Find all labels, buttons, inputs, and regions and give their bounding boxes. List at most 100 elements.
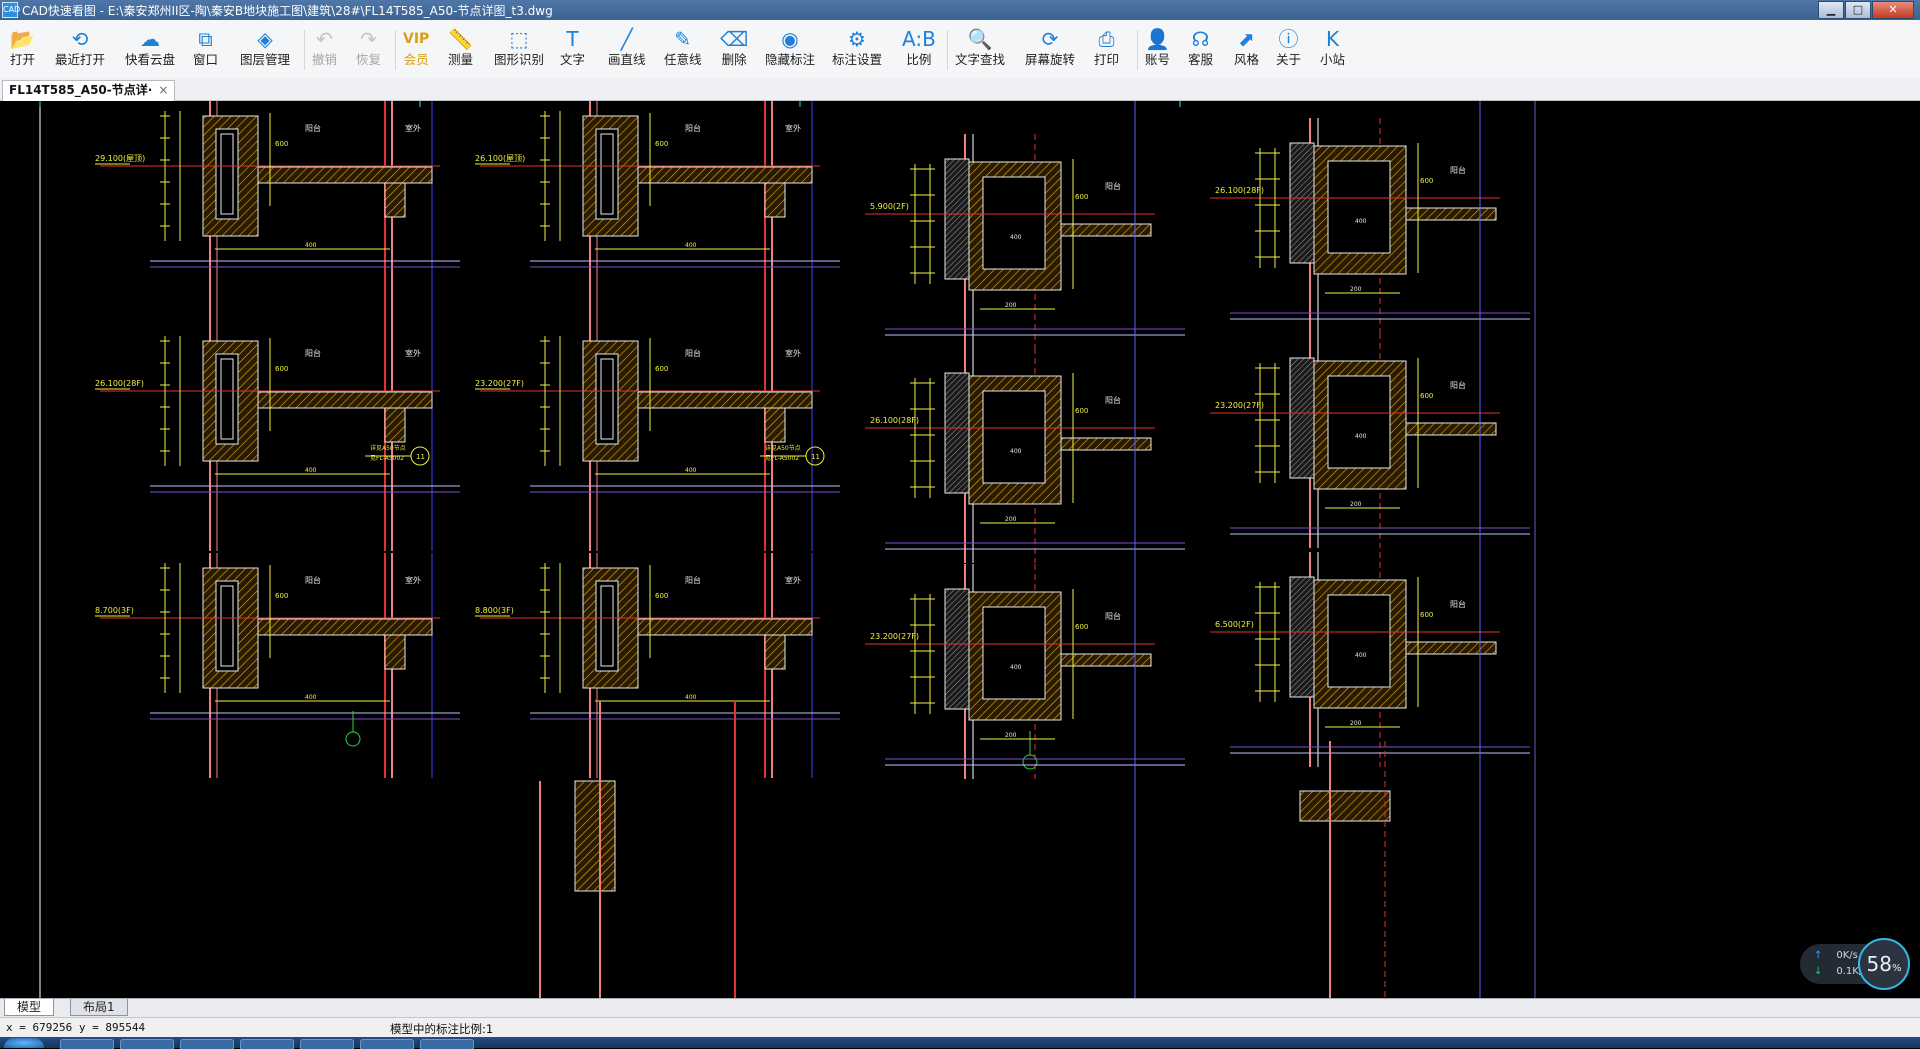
- taskbar-app-1[interactable]: [60, 1039, 114, 1049]
- dim-text: 200: [1005, 732, 1017, 739]
- taskbar-app-7[interactable]: [420, 1039, 474, 1049]
- usage-circle[interactable]: 58%: [1858, 938, 1910, 990]
- toolbar-eye-hide-button[interactable]: ◉隐藏标注: [765, 26, 815, 74]
- close-tab-icon[interactable]: ×: [158, 83, 169, 97]
- toolbar-label: 打开: [10, 52, 36, 67]
- toolbar-user-button[interactable]: 👤账号: [1145, 26, 1170, 74]
- maximize-button[interactable]: □: [1845, 1, 1871, 19]
- window-frame: [600, 133, 614, 215]
- dim-text: 200: [1005, 516, 1017, 523]
- taskbar-app-3[interactable]: [180, 1039, 234, 1049]
- toolbar-headset-button[interactable]: ☊客服: [1188, 26, 1213, 74]
- dim-text: 400: [1355, 652, 1367, 659]
- layout-tab-layout1[interactable]: 布局1: [70, 999, 128, 1016]
- redo-icon: ↷: [360, 27, 377, 51]
- toolbar-shape-recognize-button[interactable]: ⬚图形识别: [494, 26, 544, 74]
- dim-text: 400: [305, 467, 317, 474]
- beam-section: [1299, 790, 1391, 822]
- toolbar-layers-button[interactable]: ◈图层管理: [240, 26, 290, 74]
- minimize-button[interactable]: ▁: [1818, 1, 1844, 19]
- level-label: 26.100(28F): [1215, 186, 1264, 195]
- beam-section: [764, 182, 786, 218]
- toolbar-undo-button[interactable]: ↶撤销: [312, 26, 337, 74]
- cursor-coordinates: x = 679256 y = 895544: [6, 1021, 146, 1034]
- dim-text: 600: [1075, 193, 1088, 201]
- callout-number: 11: [416, 453, 425, 461]
- folder-open-icon: 📂: [10, 27, 35, 51]
- beam-section: [764, 407, 786, 443]
- level-label: 8.800(3F): [475, 606, 514, 615]
- dim-text: 200: [1350, 501, 1362, 508]
- room-label: 阳台: [1105, 395, 1121, 405]
- slab-section: [637, 391, 813, 409]
- toolbar-pen-button[interactable]: ✎任意线: [664, 26, 702, 74]
- level-label: 5.900(2F): [870, 202, 909, 211]
- room-label: 室外: [785, 575, 801, 585]
- cladding-section: [944, 588, 970, 710]
- toolbar-text-search-button[interactable]: 🔍文字查找: [955, 26, 1005, 74]
- toolbar-separator: [947, 30, 948, 70]
- toolbar-line-button[interactable]: ╱画直线: [608, 26, 646, 74]
- slab-section: [257, 618, 433, 636]
- user-icon: 👤: [1145, 27, 1170, 51]
- slab-section: [1060, 437, 1152, 451]
- taskbar-app-2[interactable]: [120, 1039, 174, 1049]
- k-station-icon: K: [1325, 27, 1340, 51]
- toolbar-cloud-button[interactable]: ☁快看云盘: [125, 26, 175, 74]
- document-tab[interactable]: FL14T585_A50-节点详·×: [2, 80, 176, 101]
- room-label: 室外: [405, 123, 421, 133]
- start-button[interactable]: [4, 1038, 44, 1048]
- toolbar-ruler-button[interactable]: 📏测量: [448, 26, 473, 74]
- dim-text: 600: [1075, 623, 1088, 631]
- status-bar: x = 679256 y = 895544 模型中的标注比例:1: [0, 1017, 1920, 1038]
- toolbar-annotation-settings-button[interactable]: ⚙标注设置: [832, 26, 882, 74]
- level-label: 26.100(屋顶): [475, 154, 525, 163]
- title-bar: CAD CAD快速看图 - E:\秦安郑州II区-陶\秦安B地块施工图\建筑\2…: [0, 0, 1920, 20]
- usage-percent-unit: %: [1891, 963, 1902, 974]
- slab-section: [1405, 207, 1497, 221]
- dim-text: 200: [1005, 302, 1017, 309]
- headset-icon: ☊: [1191, 27, 1210, 51]
- toolbar-rotate-screen-button[interactable]: ⟳屏幕旋转: [1025, 26, 1075, 74]
- dim-text: 600: [655, 140, 668, 148]
- slab-section: [637, 166, 813, 184]
- toolbar-label: 小站: [1320, 52, 1346, 67]
- dim-text: 400: [1355, 218, 1367, 225]
- toolbar-history-button[interactable]: ⟲最近打开: [55, 26, 105, 74]
- slab-section: [1405, 422, 1497, 436]
- dim-text: 600: [275, 140, 288, 148]
- window-frame: [600, 358, 614, 440]
- window-icon: ⧉: [198, 27, 213, 51]
- cloud-icon: ☁: [140, 27, 160, 51]
- cad-drawing: 600400阳台室外29.100(屋顶)600400阳台室外26.100(28F…: [39, 101, 1536, 998]
- level-label: 26.100(28F): [95, 379, 144, 388]
- layout-tab-model[interactable]: 模型: [4, 999, 55, 1016]
- void-opening: [982, 176, 1046, 270]
- taskbar-app-4[interactable]: [240, 1039, 294, 1049]
- toolbar-style-button[interactable]: ⬈风格: [1234, 26, 1259, 74]
- room-label: 室外: [785, 348, 801, 358]
- download-speed-value: 0.1K/s: [1836, 966, 1868, 977]
- close-button[interactable]: ✕: [1872, 1, 1914, 19]
- void-opening: [982, 390, 1046, 484]
- dim-text: 400: [685, 467, 697, 474]
- room-label: 室外: [405, 348, 421, 358]
- toolbar-folder-open-button[interactable]: 📂打开: [10, 26, 35, 74]
- taskbar-app-5[interactable]: [300, 1039, 354, 1049]
- toolbar-printer-button[interactable]: ⎙打印: [1094, 26, 1119, 74]
- toolbar-redo-button[interactable]: ↷恢复: [356, 26, 381, 74]
- callout-text: 见FL-A5002: [765, 455, 799, 462]
- toolbar-window-button[interactable]: ⧉窗口: [193, 26, 218, 74]
- toolbar-label: 删除: [721, 52, 747, 67]
- download-arrow-icon: ↓: [1814, 966, 1823, 977]
- toolbar-eraser-button[interactable]: ⌫删除: [720, 26, 748, 74]
- level-label: 6.500(2F): [1215, 620, 1254, 629]
- taskbar-app-6[interactable]: [360, 1039, 414, 1049]
- callout-text: 详见A50节点: [370, 444, 406, 452]
